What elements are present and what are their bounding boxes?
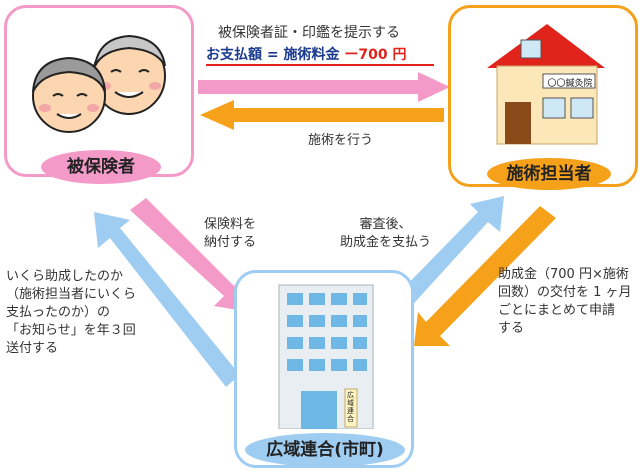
flow-perform-text: 施術を行う (308, 133, 374, 148)
arrow-practitioner-to-insured (200, 100, 444, 130)
flow-top-instruction: 被保険者証・印鑑を提示する (218, 25, 400, 41)
flow-premium-text: 保険料を 納付する (204, 217, 257, 250)
flow-notice-text: いくら助成したのか （施術担当者にいくら 支払ったのか）の 「お知らせ」を年３回… (6, 269, 137, 356)
union-label: 広域連合(市町) (245, 433, 405, 467)
union-sign: 広域連合 (347, 391, 354, 423)
arrow-insured-to-union (130, 198, 250, 312)
insured-label: 被保険者 (41, 150, 161, 184)
flow-subsidy-text: 審査後、 助成金を支払う (340, 217, 432, 250)
arrow-insured-to-practitioner (198, 72, 450, 102)
arrow-union-to-practitioner (392, 196, 504, 312)
arrow-practitioner-to-union (414, 206, 556, 346)
payment-amount: お支払額 (206, 47, 262, 63)
union-box: 広域連合 広域連合(市町) (234, 270, 414, 468)
practitioner-label: 施術担当者 (487, 158, 611, 190)
clinic-building-icon (487, 24, 605, 145)
flow-claim-text: 助成金（700 円×施術 回数）の交付を 1 ヶ月 ごとにまとめて申請 する (498, 267, 632, 336)
clinic-sign: 〇〇鍼灸院 (547, 79, 593, 89)
treatment-fee: 施術料金 (283, 47, 340, 63)
insured-box: 被保険者 (4, 5, 194, 184)
arrow-union-to-insured (94, 212, 240, 387)
elderly-couple-icon (32, 34, 166, 133)
equals-sign: = (266, 47, 279, 63)
flow-top-equation: お支払額 = 施術料金 ー700 円 (206, 44, 406, 64)
discount-amount: ー700 円 (344, 47, 407, 63)
underline (206, 64, 434, 66)
office-building-icon (278, 284, 374, 429)
practitioner-box: 〇〇鍼灸院 施術担当者 (448, 5, 638, 190)
